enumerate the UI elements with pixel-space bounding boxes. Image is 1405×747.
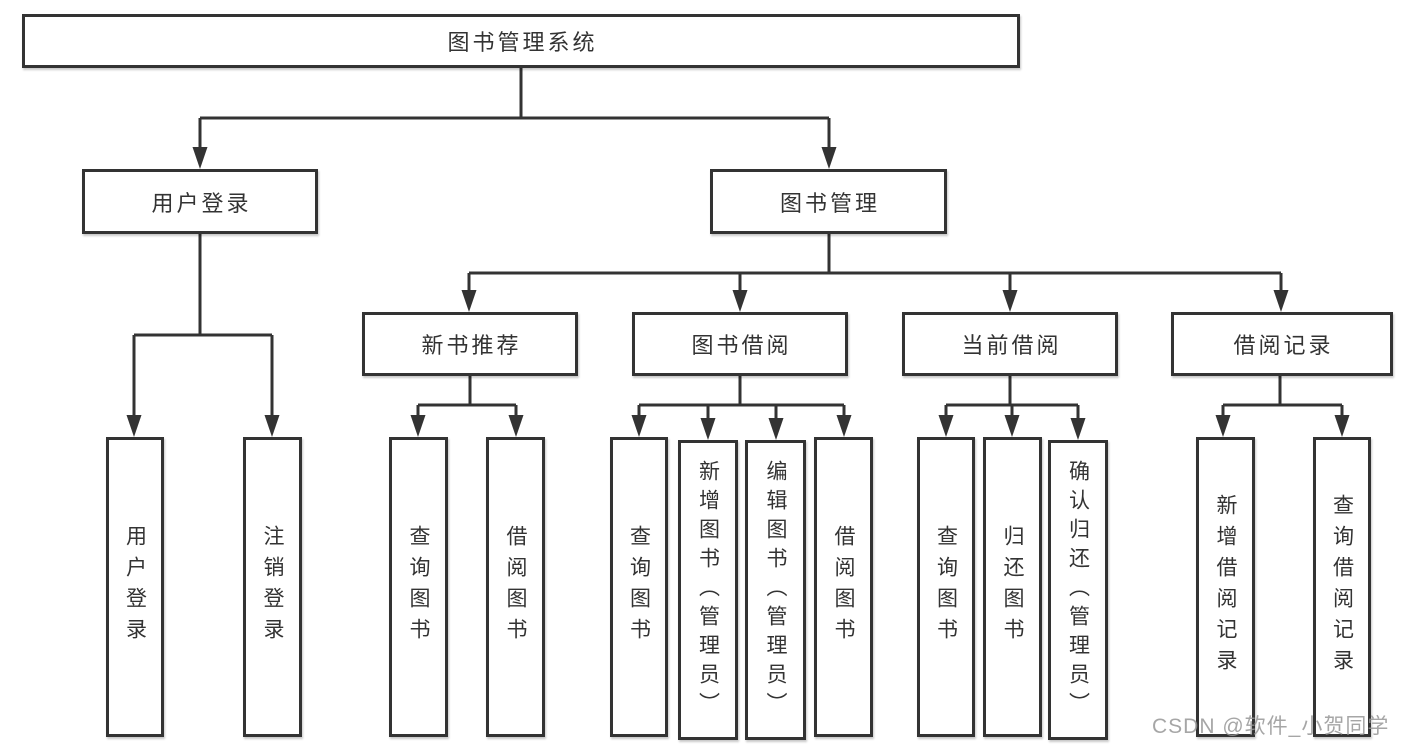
leaf-edit-book-admin: 编辑图书（管理员） <box>745 440 806 740</box>
leaf-recommend-borrow-book: 借阅图书 <box>486 437 545 737</box>
leaf-edit-book-admin-label: 编辑图书（管理员） <box>764 459 787 721</box>
leaf-add-borrow-record: 新增借阅记录 <box>1196 437 1255 737</box>
leaf-user-login-label: 用户登录 <box>123 525 147 649</box>
node-new-book-recommend: 新书推荐 <box>362 312 578 376</box>
leaf-query-borrow-record-label: 查询借阅记录 <box>1330 494 1354 680</box>
node-current-borrow: 当前借阅 <box>902 312 1118 376</box>
node-book-borrow: 图书借阅 <box>632 312 848 376</box>
leaf-borrow-book-label: 借阅图书 <box>832 525 855 649</box>
leaf-recommend-borrow-book-label: 借阅图书 <box>504 525 527 649</box>
node-book-borrow-label: 图书借阅 <box>691 333 792 358</box>
leaf-current-query-book-label: 查询图书 <box>934 525 958 649</box>
leaf-borrow-query-book-label: 查询图书 <box>627 525 651 649</box>
leaf-borrow-query-book: 查询图书 <box>610 437 668 737</box>
node-borrow-records-label: 借阅记录 <box>1233 333 1334 358</box>
leaf-confirm-return-admin: 确认归还（管理员） <box>1048 440 1108 740</box>
node-book-manage: 图书管理 <box>710 169 947 234</box>
leaf-confirm-return-admin-label: 确认归还（管理员） <box>1066 459 1090 721</box>
node-current-borrow-label: 当前借阅 <box>961 333 1062 358</box>
csdn-watermark: CSDN @软件_小贺同学 <box>1152 715 1390 738</box>
node-new-book-recommend-label: 新书推荐 <box>421 333 522 358</box>
leaf-current-query-book: 查询图书 <box>917 437 975 737</box>
leaf-query-borrow-record: 查询借阅记录 <box>1313 437 1371 737</box>
leaf-logout: 注销登录 <box>243 437 302 737</box>
leaf-add-book-admin: 新增图书（管理员） <box>678 440 738 740</box>
leaf-logout-label: 注销登录 <box>261 525 284 649</box>
leaf-recommend-query-book-label: 查询图书 <box>407 525 430 649</box>
node-root-label: 图书管理系统 <box>447 30 598 55</box>
leaf-return-book: 归还图书 <box>983 437 1042 737</box>
node-borrow-records: 借阅记录 <box>1171 312 1393 376</box>
leaf-user-login: 用户登录 <box>106 437 164 737</box>
node-user-login-label: 用户登录 <box>151 190 252 216</box>
leaf-return-book-label: 归还图书 <box>1001 525 1024 649</box>
leaf-borrow-book: 借阅图书 <box>814 437 873 737</box>
leaf-add-book-admin-label: 新增图书（管理员） <box>696 459 720 721</box>
leaf-add-borrow-record-label: 新增借阅记录 <box>1214 494 1237 680</box>
node-user-login: 用户登录 <box>82 169 318 234</box>
arrowhead-group <box>126 147 1350 440</box>
node-root-system: 图书管理系统 <box>22 14 1020 68</box>
leaf-recommend-query-book: 查询图书 <box>389 437 448 737</box>
node-book-manage-label: 图书管理 <box>779 190 880 216</box>
